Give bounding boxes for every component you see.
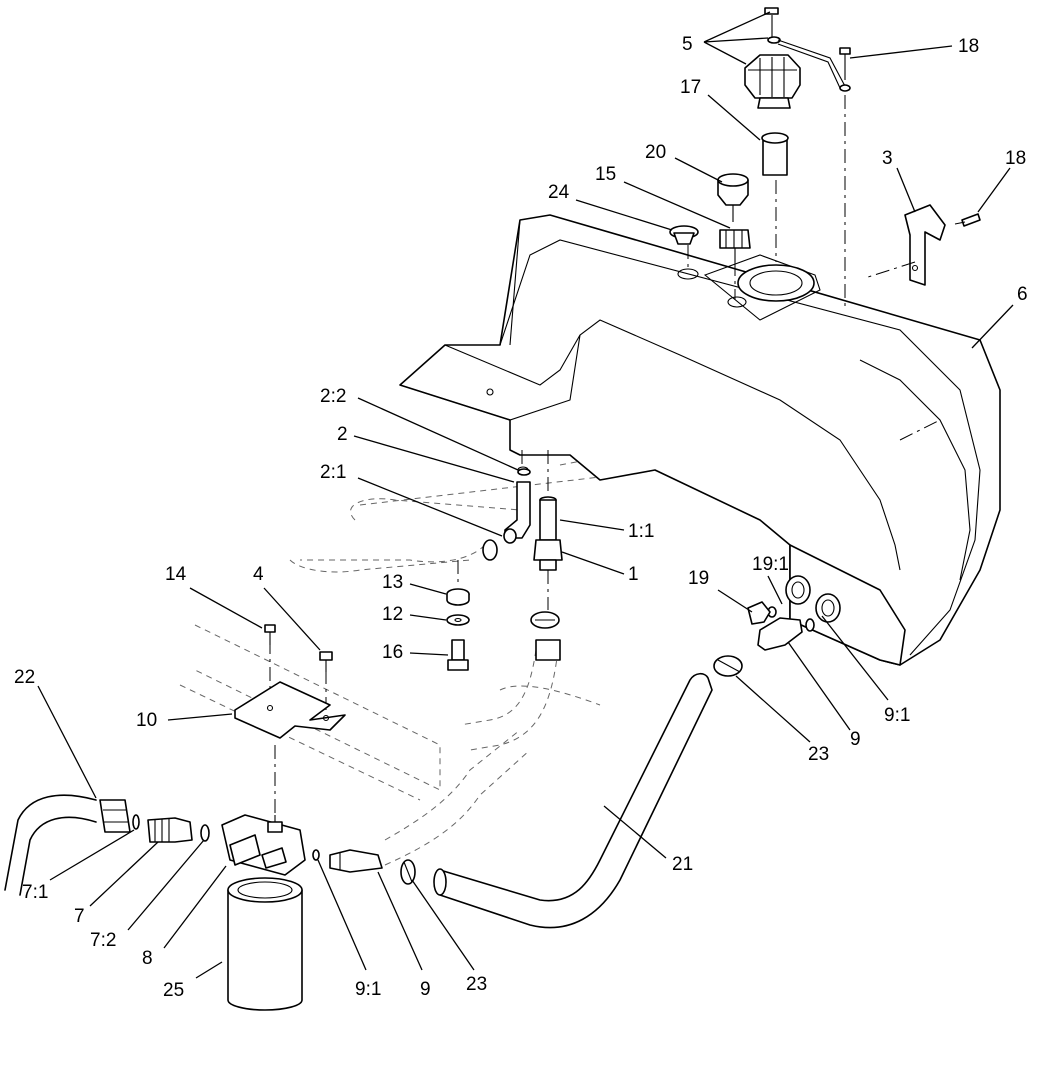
bolt	[447, 639, 469, 671]
return-hose	[300, 539, 561, 751]
callout-15: 15	[595, 164, 616, 185]
leader-lines	[37, 11, 1014, 979]
spacer	[446, 588, 470, 606]
callout-9: 9	[850, 729, 861, 750]
washer	[446, 614, 470, 626]
hose-clamp	[530, 611, 560, 629]
inlet-hose	[4, 794, 97, 896]
callout-2: 2	[337, 424, 348, 445]
assembly-centerlines	[269, 95, 916, 815]
callout-24: 24	[548, 182, 570, 203]
screw	[839, 47, 981, 227]
callout-9: 9	[420, 979, 431, 1000]
filter-head	[221, 814, 306, 876]
callout-23: 23	[808, 744, 829, 765]
callout-9-1: 9:1	[355, 979, 381, 1000]
callout-1: 1	[628, 564, 639, 585]
callout-3: 3	[882, 148, 893, 169]
hose-nut	[99, 799, 131, 833]
fuel-hose	[433, 672, 713, 929]
plug-cap	[747, 601, 771, 625]
callout-2-2: 2:2	[320, 386, 346, 407]
callout-16: 16	[382, 642, 403, 663]
vent-valve	[719, 229, 751, 262]
callout-6: 6	[1017, 284, 1028, 305]
outlet-hose	[384, 729, 531, 866]
callout-7-2: 7:2	[90, 930, 116, 951]
callout-7-1: 7:1	[22, 882, 48, 903]
tank-fitting	[533, 496, 563, 571]
callout-19: 19	[688, 568, 709, 589]
callout-12: 12	[382, 604, 403, 625]
callout-22: 22	[14, 667, 35, 688]
barb-fitting	[329, 617, 803, 873]
callout-14: 14	[165, 564, 187, 585]
callout-18: 18	[958, 36, 979, 57]
fuel-cap	[744, 7, 851, 109]
bracket	[904, 204, 946, 286]
callout-25: 25	[163, 980, 184, 1001]
callout-2-1: 2:1	[320, 462, 346, 483]
screw	[264, 624, 333, 672]
callout-8: 8	[142, 948, 153, 969]
hose-clamp	[400, 655, 743, 885]
callout-labels: 5 18 17 20 3 18 15 24 6 2:2 2 2:1 1:1 1 …	[14, 34, 1028, 1001]
callout-13: 13	[382, 572, 403, 593]
filter-bracket	[234, 681, 346, 739]
callout-5: 5	[682, 34, 693, 55]
callout-21: 21	[672, 854, 693, 875]
callout-9-1: 9:1	[884, 705, 910, 726]
fuel-filter	[227, 877, 303, 1011]
callout-17: 17	[680, 77, 701, 98]
callout-10: 10	[136, 710, 157, 731]
callout-18: 18	[1005, 148, 1026, 169]
vent-cap	[717, 173, 749, 222]
adapter-fitting	[147, 817, 193, 843]
elbow-fitting	[503, 468, 531, 544]
callout-4: 4	[253, 564, 264, 585]
strainer	[761, 132, 789, 176]
callout-1-1: 1:1	[628, 521, 654, 542]
callout-20: 20	[645, 142, 666, 163]
callout-23: 23	[466, 974, 487, 995]
o-ring	[132, 606, 815, 861]
callout-7: 7	[74, 906, 85, 927]
fuel-tank	[399, 214, 1001, 666]
plug	[669, 225, 699, 245]
callout-19-1: 19:1	[752, 554, 789, 575]
